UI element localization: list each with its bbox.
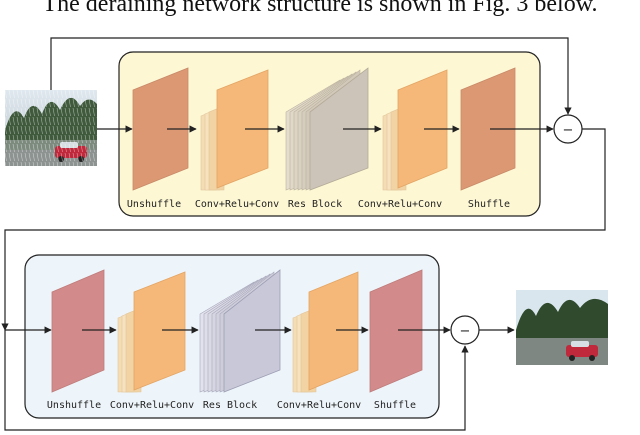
stage1-conv-block-a bbox=[200, 69, 269, 191]
stage2-label-shuffle: Shuffle bbox=[374, 400, 416, 411]
skip-connection-stage1 bbox=[50, 37, 572, 115]
stage1-conv-block-b bbox=[382, 69, 448, 191]
stage2-conv-block-b bbox=[292, 271, 359, 393]
stage1-res-block bbox=[285, 67, 369, 191]
stage2-shuffle-block bbox=[369, 269, 423, 393]
stage2-res-block bbox=[199, 269, 281, 393]
subtract-operator-2-symbol: − bbox=[460, 324, 471, 339]
connector-stage1-to-stage2 bbox=[1, 128, 606, 331]
stage2-label-res-block: Res Block bbox=[203, 400, 257, 411]
caption: The deraining network structure is shown… bbox=[42, 0, 598, 17]
stage1-label-shuffle: Shuffle bbox=[468, 199, 510, 210]
input-rainy-image bbox=[5, 90, 97, 166]
stage2-label-conv-a: Conv+Relu+Conv bbox=[110, 400, 194, 411]
output-derained-image bbox=[516, 290, 608, 365]
stage1-label-conv-a: Conv+Relu+Conv bbox=[195, 199, 279, 210]
stage2-unshuffle-block bbox=[51, 269, 105, 393]
skip-connection-stage2 bbox=[4, 330, 469, 431]
stage2-conv-block-a bbox=[117, 271, 186, 393]
stage2-label-conv-b: Conv+Relu+Conv bbox=[277, 400, 361, 411]
stage1-label-res-block: Res Block bbox=[288, 199, 342, 210]
stage1-shuffle-block bbox=[460, 67, 516, 191]
stage1-label-unshuffle: Unshuffle bbox=[127, 199, 181, 210]
stage2-label-unshuffle: Unshuffle bbox=[47, 400, 101, 411]
stage1-label-conv-b: Conv+Relu+Conv bbox=[358, 199, 442, 210]
subtract-operator-1: − bbox=[553, 114, 583, 144]
subtract-operator-2: − bbox=[450, 315, 480, 345]
stage1-unshuffle-block bbox=[132, 67, 189, 191]
subtract-operator-1-symbol: − bbox=[563, 123, 574, 138]
